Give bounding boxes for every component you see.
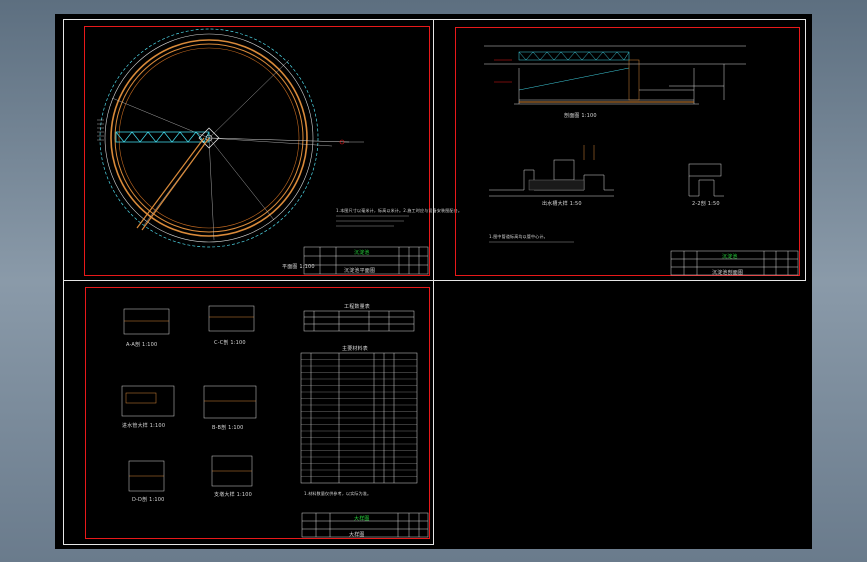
detail-b xyxy=(688,163,724,197)
detail-title-5: D-D剖 1:100 xyxy=(132,497,165,503)
center-column xyxy=(198,127,220,149)
table1-title: 工程数量表 xyxy=(344,304,371,310)
sheet-plan[interactable]: 平面图 1:100 1.本图尺寸以毫米计，标高以米计。2.施工时应与设备安装图配… xyxy=(63,19,462,281)
section-drawing xyxy=(484,45,799,276)
title-block-drawing: 沉淀池平面图 xyxy=(344,268,376,274)
table2-title: 主要材料表 xyxy=(342,346,369,352)
title-block-drawing: 大样图 xyxy=(349,532,365,538)
outer-wall-circle xyxy=(99,28,319,248)
section-title: 剖面图 1:100 xyxy=(564,113,597,119)
title-block-highlight: 沉淀池 xyxy=(722,254,738,260)
section-notes: 1.图中管道标高均以管中心计。 xyxy=(489,234,548,239)
detail-title-6: 支墩大样 1:100 xyxy=(214,492,252,498)
cad-model-space[interactable]: 平面图 1:100 1.本图尺寸以毫米计，标高以米计。2.施工时应与设备安装图配… xyxy=(55,14,812,549)
launder-outer-circle xyxy=(110,39,308,237)
drawing-frame xyxy=(84,26,430,276)
detail-a-title: 出水槽大样 1:50 xyxy=(542,201,582,207)
detail-title-4: B-B剖 1:100 xyxy=(212,425,244,431)
sheet-details[interactable]: A-A剖 1:100 C-C剖 1:100 进水管大样 1:100 B-B剖 1… xyxy=(63,280,434,545)
title-block xyxy=(301,512,429,538)
title-block-highlight: 大样图 xyxy=(354,516,370,522)
detail-title-2: C-C剖 1:100 xyxy=(214,340,246,346)
plan-drawing xyxy=(97,28,429,275)
tank-wall-circle xyxy=(104,33,314,243)
title-block-drawing: 沉淀池剖面图 xyxy=(712,270,744,276)
sheet-section[interactable]: 剖面图 1:100 出水槽大样 1:50 2-2剖 1:50 1.图中管道标高均… xyxy=(433,19,806,281)
drawing-frame xyxy=(85,287,430,539)
plan-title: 平面图 1:100 xyxy=(282,264,315,270)
title-block xyxy=(670,250,799,276)
details-drawing xyxy=(121,305,429,538)
launder-inner-circle xyxy=(114,43,304,233)
baffle-circle xyxy=(118,47,300,229)
long-section xyxy=(484,45,746,105)
detail-b-title: 2-2剖 1:50 xyxy=(692,201,720,207)
drawing-frame xyxy=(455,27,800,276)
title-block-highlight: 沉淀池 xyxy=(354,250,370,256)
plan-notes: 1.本图尺寸以毫米计，标高以米计。2.施工时应与设备安装图配合。 xyxy=(336,208,463,213)
detail-title-3: 进水管大样 1:100 xyxy=(122,423,166,429)
detail-sketches xyxy=(121,305,257,492)
detail-title-1: A-A剖 1:100 xyxy=(126,342,158,348)
inlet-pipe xyxy=(136,137,210,231)
details-notes: 1.材料数量仅供参考，以实际为准。 xyxy=(304,491,372,496)
table-quantities xyxy=(303,310,415,332)
scraper-bridge xyxy=(115,131,210,143)
title-block xyxy=(303,246,429,275)
outlet-pipe xyxy=(208,137,350,143)
